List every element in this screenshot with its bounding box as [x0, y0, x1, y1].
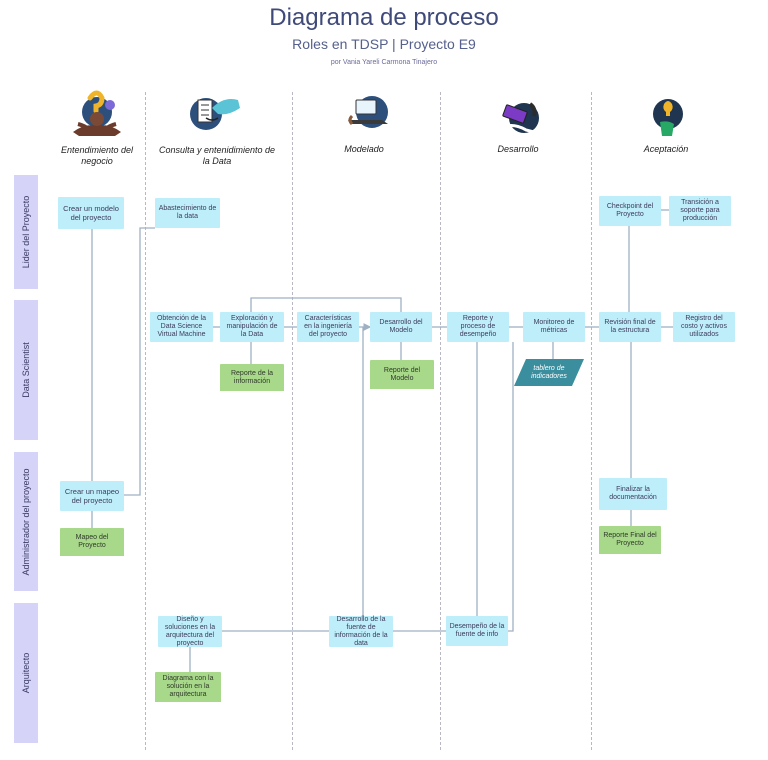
phase-aceptacion: Aceptación [643, 144, 689, 154]
step-registro-costo[interactable]: Registro del costo y activos utilizados [673, 312, 735, 342]
step-desempeno-fuente[interactable]: Desempeño de la fuente de info [446, 616, 508, 646]
step-monitoreo[interactable]: Monitoreo de métricas [523, 312, 585, 342]
data-tablero[interactable]: tablero de indicadores [531, 364, 567, 380]
phase-desarrollo: Desarrollo [497, 144, 539, 154]
page-subtitle: Roles en TDSP | Proyecto E9 [292, 36, 476, 52]
step-checkpoint[interactable]: Checkpoint del Proyecto [599, 196, 661, 226]
doc-reporte-info[interactable]: Reporte de la información [220, 364, 284, 391]
doc-reporte-final[interactable]: Reporte Final del Proyecto [599, 526, 661, 554]
phase-entendimiento: Entendimiento del negocio [60, 145, 134, 166]
doc-mapeo[interactable]: Mapeo del Proyecto [60, 528, 124, 556]
lightbulb-hand-icon [653, 99, 683, 136]
phase-consulta: Consulta y entenidimiento de la Data [158, 145, 276, 166]
step-crear-mapeo[interactable]: Crear un mapeo del proyecto [60, 481, 124, 511]
lane-administrador: Administrador del proyecto [14, 452, 38, 591]
step-reporte-proceso[interactable]: Reporte y proceso de desempeño [447, 312, 509, 342]
lane-arquitecto: Arquitecto [14, 603, 38, 743]
column-divider [292, 92, 293, 750]
tablet-hands-icon [502, 102, 539, 134]
step-caracteristicas[interactable]: Características en la ingeniería del pro… [297, 312, 359, 342]
step-diseno[interactable]: Diseño y soluciones en la arquitectura d… [158, 616, 222, 647]
phase-modelado: Modelado [344, 144, 384, 154]
doc-reporte-modelo[interactable]: Reporte del Modelo [370, 360, 434, 389]
step-desarrollo-modelo[interactable]: Desarrollo del Modelo [370, 312, 432, 342]
author-credit: por Vania Yareli Carmona Tinajero [330, 59, 438, 66]
step-desarrollo-fuente[interactable]: Desarrollo de la fuente de información d… [329, 616, 393, 647]
doc-diagrama[interactable]: Diagrama con la solución en la arquitect… [155, 672, 221, 702]
column-divider [591, 92, 592, 750]
column-divider [440, 92, 441, 750]
business-person-icon [73, 90, 121, 136]
column-divider [145, 92, 146, 750]
step-exploracion[interactable]: Exploración y manipulación de la Data [220, 312, 284, 342]
page-title: Diagrama de proceso [269, 4, 499, 31]
laptop-hands-icon [348, 96, 388, 128]
lane-data-scientist: Data Scientist [14, 300, 38, 440]
step-finalizar-doc[interactable]: Finalizar la documentación [599, 478, 667, 510]
step-transicion[interactable]: Transición a soporte para producción [669, 196, 731, 226]
lane-lider-proyecto: Lider del Proyecto [14, 175, 38, 289]
step-obtencion[interactable]: Obtención de la Data Science Virtual Mac… [150, 312, 213, 342]
checklist-hand-icon [190, 98, 240, 130]
step-abastecimiento[interactable]: Abastecimiento de la data [155, 198, 220, 228]
step-revision-final[interactable]: Revisión final de la estructura [599, 312, 661, 342]
data-tablero-shape [514, 359, 584, 386]
step-crear-modelo[interactable]: Crear un modelo del proyecto [58, 197, 124, 229]
